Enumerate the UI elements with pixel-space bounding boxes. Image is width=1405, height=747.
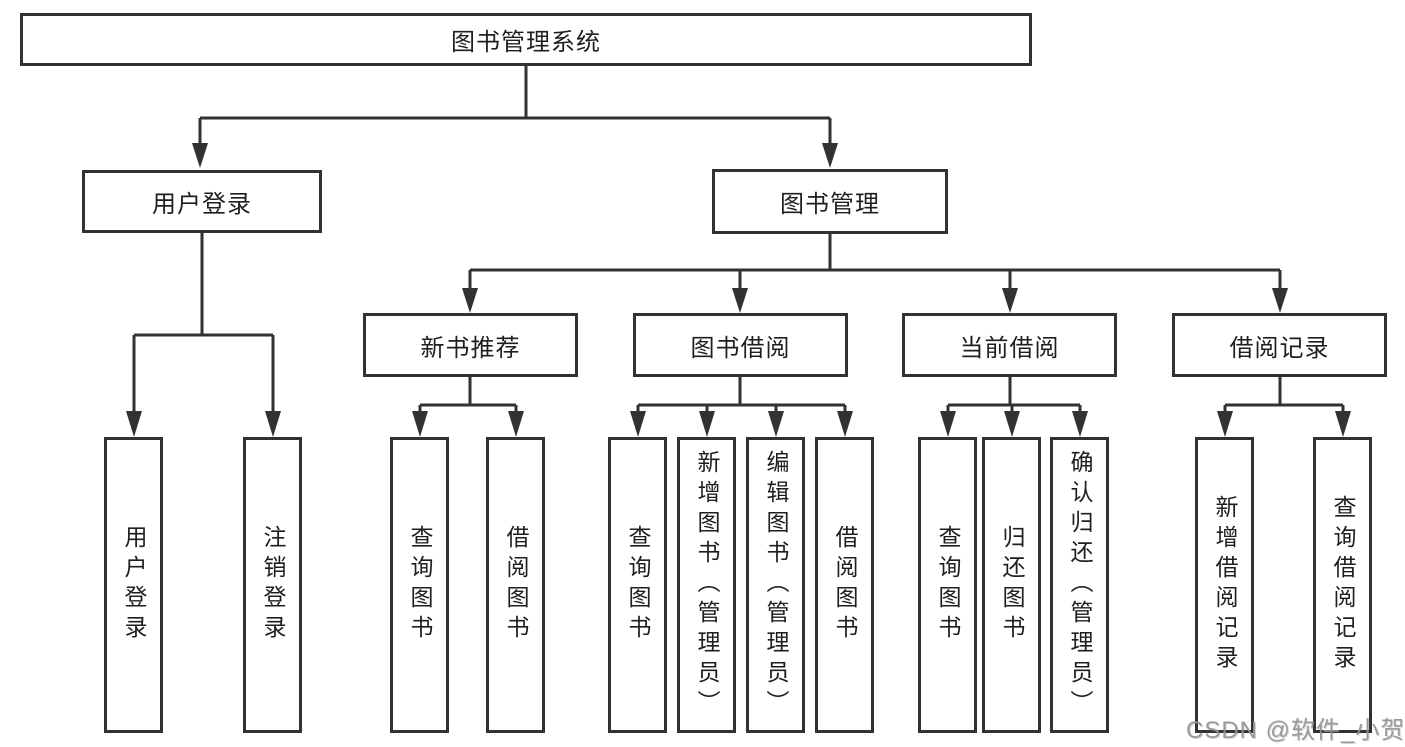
leaf-borrowing-borrow-books: 借阅图书	[815, 437, 874, 733]
node-borrowing-records: 借阅记录	[1172, 313, 1387, 377]
leaf-current-return-books: 归还图书	[982, 437, 1041, 733]
node-user-login: 用户登录	[82, 170, 322, 233]
leaf-recommend-query-books: 查询图书	[390, 437, 449, 733]
node-book-borrowing: 图书借阅	[633, 313, 848, 377]
leaf-current-query-books: 查询图书	[918, 437, 977, 733]
arrowheads	[126, 143, 1351, 437]
leaf-records-add-borrow-record: 新增借阅记录	[1195, 437, 1254, 733]
leaf-borrowing-edit-books-admin: 编辑图书（管理员）	[746, 437, 805, 733]
leaf-logout: 注销登录	[243, 437, 302, 733]
node-book-management: 图书管理	[712, 169, 948, 234]
leaf-borrowing-add-books-admin: 新增图书（管理员）	[677, 437, 736, 733]
node-root-book-management-system: 图书管理系统	[20, 13, 1032, 66]
leaf-recommend-borrow-books: 借阅图书	[486, 437, 545, 733]
leaf-borrowing-query-books: 查询图书	[608, 437, 667, 733]
leaf-user-login: 用户登录	[104, 437, 163, 733]
node-current-borrowing: 当前借阅	[902, 313, 1117, 377]
leaf-current-confirm-return-admin: 确认归还（管理员）	[1050, 437, 1109, 733]
node-new-book-recommend: 新书推荐	[363, 313, 578, 377]
leaf-records-query-borrow-record: 查询借阅记录	[1313, 437, 1372, 733]
csdn-watermark: CSDN @软件_小贺同学	[1186, 717, 1405, 744]
